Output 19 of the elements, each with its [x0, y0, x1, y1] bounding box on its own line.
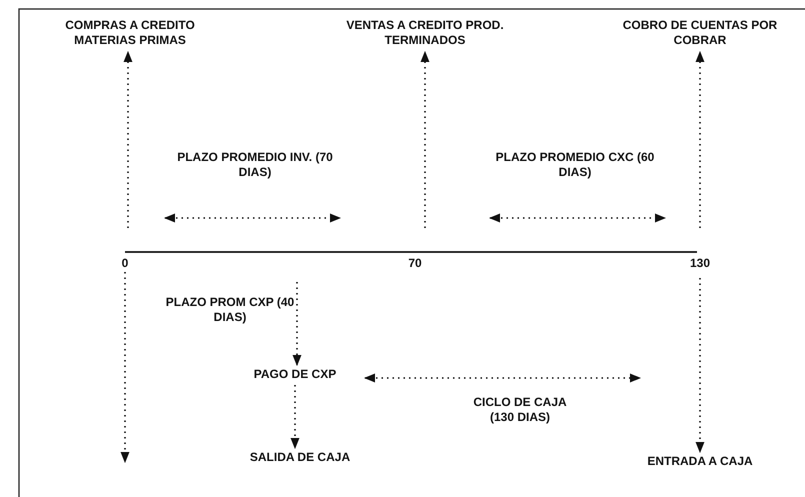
tick-label: 130: [688, 256, 712, 271]
tick-label: 70: [407, 256, 423, 271]
event-label: VENTAS A CREDITO PROD. TERMINADOS: [330, 18, 520, 50]
period-label: PLAZO PROMEDIO INV. (70 DIAS): [176, 150, 334, 180]
arrow: [290, 385, 300, 450]
arrow: [124, 50, 132, 228]
period-label: CICLO DE CAJA (130 DIAS): [472, 395, 568, 425]
arrow: [292, 282, 302, 366]
event-label: SALIDA DE CAJA: [235, 450, 365, 466]
arrow: [696, 278, 704, 454]
arrow: [420, 50, 430, 228]
arrow: [696, 50, 704, 228]
event-label: COBRO DE CUENTAS POR COBRAR: [610, 18, 790, 50]
period-label: PLAZO PROM CXP (40 DIAS): [164, 295, 296, 325]
period-label: PLAZO PROMEDIO CXC (60 DIAS): [494, 150, 656, 180]
event-label: PAGO DE CXP: [240, 367, 350, 383]
event-label: COMPRAS A CREDITO MATERIAS PRIMAS: [40, 18, 220, 50]
event-label: ENTRADA A CAJA: [630, 454, 770, 470]
tick-label: 0: [120, 256, 130, 271]
